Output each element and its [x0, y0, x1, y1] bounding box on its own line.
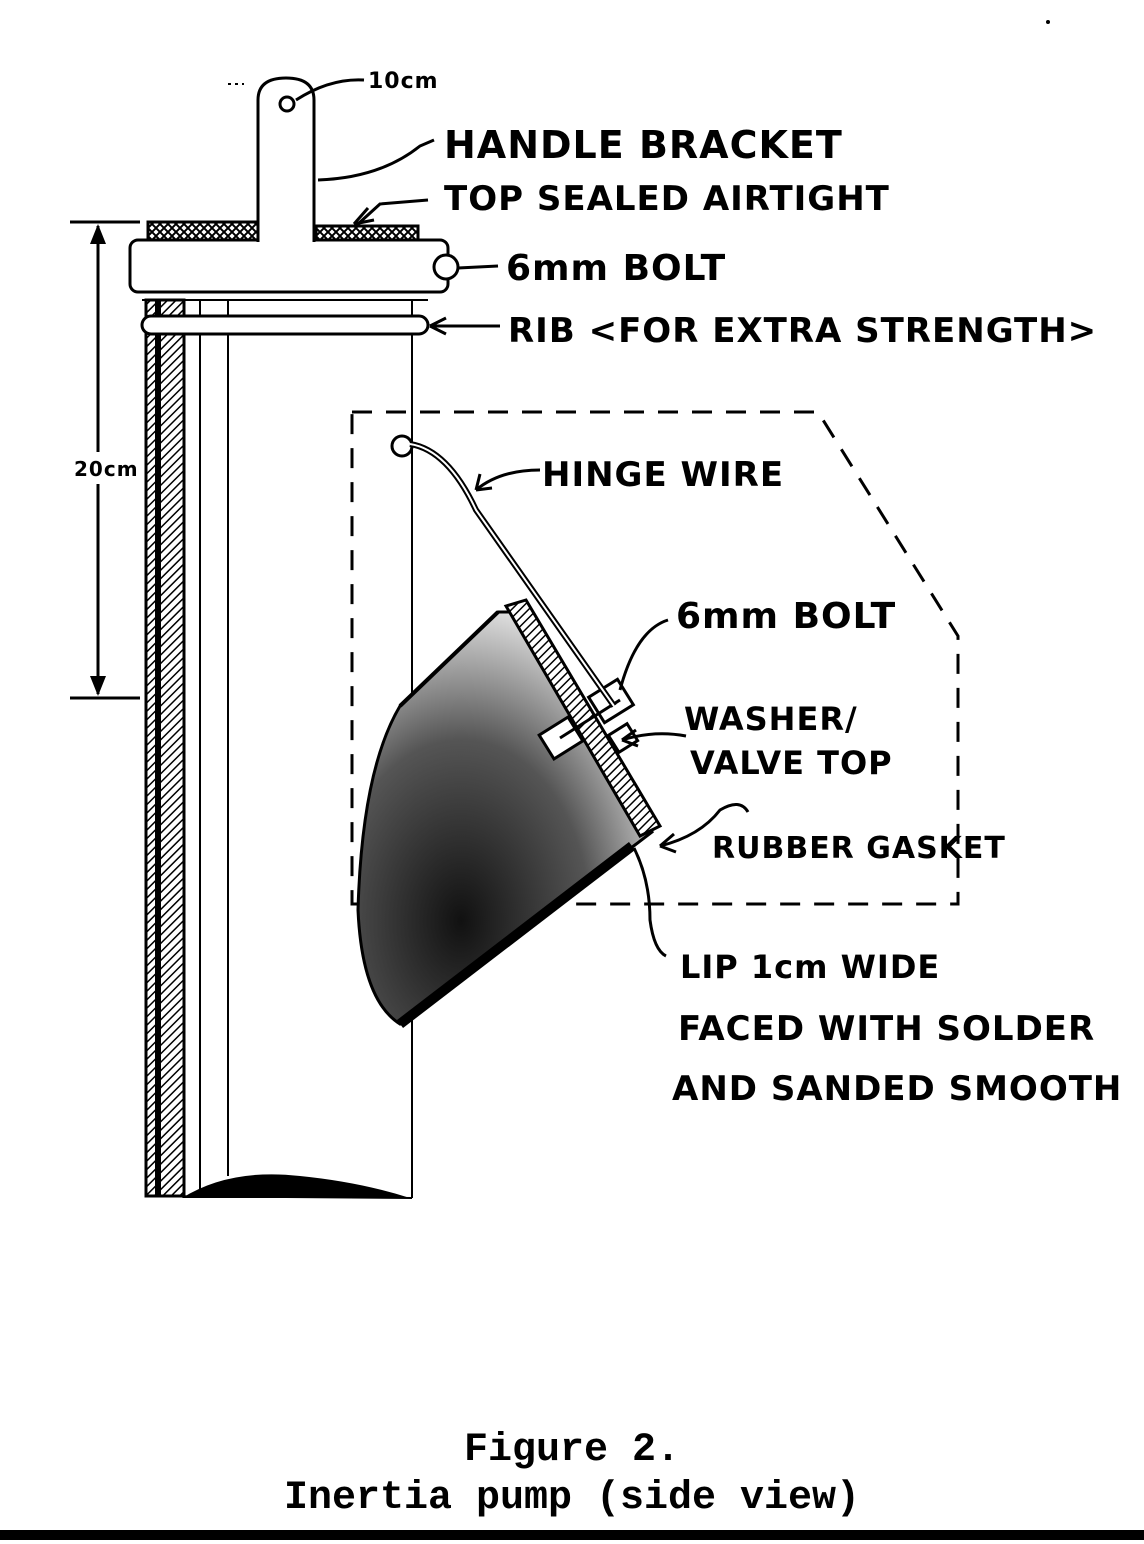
leader-10cm: [295, 78, 365, 102]
pipe-wall: [144, 298, 186, 1198]
label-rib: RIB <FOR EXTRA STRENGTH>: [508, 311, 1097, 351]
label-valve-top: VALVE TOP: [690, 744, 893, 782]
figure-number: Figure 2.: [463, 1428, 681, 1473]
label-lip: LIP 1cm WIDE: [680, 948, 940, 986]
handle-hole: [278, 95, 296, 113]
pipe: [144, 298, 413, 1199]
label-faced-with-solder: FACED WITH SOLDER: [678, 1009, 1095, 1049]
valve: [356, 434, 663, 1028]
leader-bolt-top: [457, 264, 499, 270]
valve-cone: [356, 610, 654, 1026]
stray-dot: [1046, 20, 1050, 24]
label-top-sealed: TOP SEALED AIRTIGHT: [444, 179, 890, 219]
label-10cm: 10cm: [368, 69, 439, 94]
label-bolt-top: 6mm BOLT: [506, 248, 726, 289]
label-rubber-gasket: RUBBER GASKET: [712, 831, 1006, 866]
dimension-20cm: [70, 220, 140, 700]
leader-bolt-valve: [618, 618, 669, 691]
label-washer: WASHER/: [684, 700, 858, 738]
top-seal-left: [146, 220, 260, 242]
label-sanded-smooth: AND SANDED SMOOTH: [672, 1069, 1122, 1109]
leader-lines: [295, 78, 750, 958]
leader-handle-bracket: [317, 138, 435, 182]
collar: [128, 238, 450, 294]
label-20cm: 20cm: [74, 457, 139, 481]
label-handle-bracket: HANDLE BRACKET: [444, 123, 843, 167]
hinge-pivot: [390, 434, 414, 458]
rib: [140, 314, 430, 336]
label-bolt-valve: 6mm BOLT: [676, 596, 896, 637]
leader-hinge-wire: [475, 468, 541, 492]
pipe-bottom-opening: [182, 1174, 410, 1198]
label-hinge-wire: HINGE WIRE: [542, 455, 784, 495]
figure-caption: Inertia pump (side view): [283, 1476, 861, 1521]
detail-outline: [350, 410, 960, 906]
leader-lip: [632, 847, 667, 958]
leader-rubber-gasket: [659, 803, 750, 848]
top-cap: [128, 220, 450, 336]
valve-plate: [503, 598, 663, 838]
leader-washer: [621, 732, 687, 742]
leader-top-sealed: [356, 198, 429, 226]
bottom-rule: [0, 1530, 1144, 1540]
bolt-head-top: [432, 253, 460, 281]
